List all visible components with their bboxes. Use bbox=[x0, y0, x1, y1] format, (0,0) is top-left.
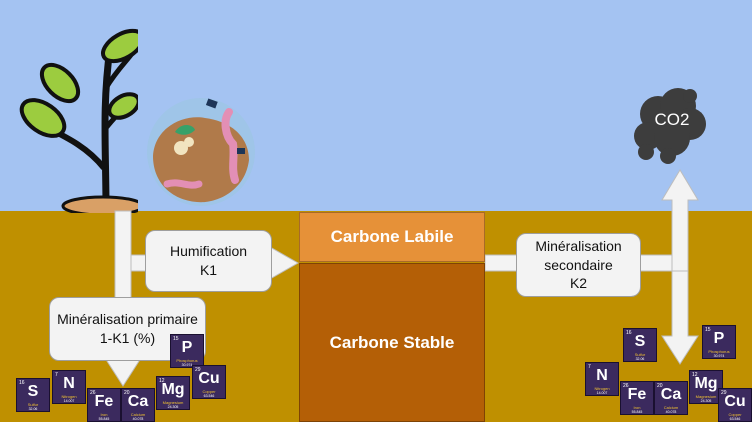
compost-icon bbox=[147, 98, 255, 206]
humification-box: Humification K1 bbox=[145, 230, 272, 292]
co2-cloud-icon bbox=[634, 88, 706, 164]
stable-carbon-block: Carbone Stable bbox=[299, 263, 485, 422]
primary-mineralization-box: Minéralisation primaire 1-K1 (%) bbox=[49, 297, 206, 361]
labile-carbon-block: Carbone Labile bbox=[299, 212, 485, 262]
plant-icon bbox=[19, 28, 138, 213]
co2-label: CO2 bbox=[654, 110, 690, 129]
secondary-mineralization-box: Minéralisation secondaire K2 bbox=[516, 233, 641, 297]
